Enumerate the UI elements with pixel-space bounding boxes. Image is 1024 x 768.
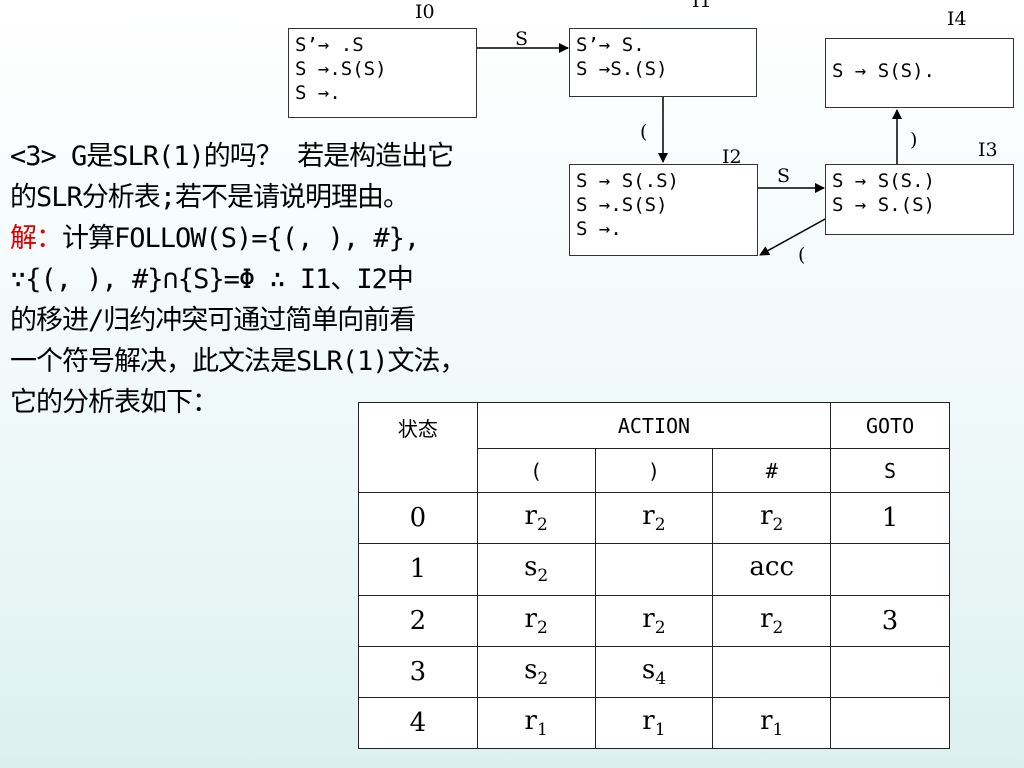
action-cell: r2 xyxy=(594,492,714,545)
state-label-i1: I1 xyxy=(692,0,712,12)
action-cell: r1 xyxy=(594,696,714,750)
item-line: S’→ S. xyxy=(576,34,645,56)
action-cell: s2 xyxy=(476,543,596,596)
state-box-i4: S → S(S). xyxy=(825,38,1014,108)
action-cell xyxy=(594,543,714,596)
item-line: S →S.(S) xyxy=(576,58,668,80)
item-line: S’→ .S xyxy=(295,34,364,56)
answer-label: 解： xyxy=(10,223,63,254)
text-line: 一个符号解决，此文法是SLR(1)文法， xyxy=(10,346,467,377)
state-cell: 2 xyxy=(358,594,478,647)
item-line: S →. xyxy=(295,82,341,104)
item-line: S →.S(S) xyxy=(295,58,387,80)
arrow-i3-i2 xyxy=(759,212,837,256)
item-line: S →. xyxy=(576,218,622,240)
item-line: S → S(S.) xyxy=(832,170,935,192)
transition-arrows xyxy=(476,43,902,256)
goto-cell xyxy=(830,645,950,698)
state-cell: 3 xyxy=(358,645,478,698)
item-line: S → S(S). xyxy=(832,60,935,82)
state-box-i0: S’→ .S S →.S(S) S →. xyxy=(288,28,477,118)
header-symbol-s: S xyxy=(830,448,950,494)
header-state: 状态 xyxy=(358,401,478,494)
slr-parse-table: 状态 ACTION GOTO ( ) # S 0 r2 r2 r2 1 1 s2… xyxy=(358,401,950,750)
action-cell: r1 xyxy=(712,696,832,750)
text-line: 的移进/归约冲突可通过简单向前看 xyxy=(10,305,416,336)
table-row: 3 s2 s4 xyxy=(358,645,950,698)
transition-label-i1-i2: ( xyxy=(640,121,648,143)
state-label-i4: I4 xyxy=(947,8,967,30)
follow-set-text: 计算FOLLOW(S)={(, ), #}, xyxy=(62,223,420,254)
item-line: S → S.(S) xyxy=(832,194,935,216)
goto-cell xyxy=(830,543,950,596)
goto-cell xyxy=(830,696,950,750)
item-line: S →.S(S) xyxy=(576,194,668,216)
table-row: 0 r2 r2 r2 1 xyxy=(358,492,950,545)
text-line: <3> G是SLR(1)的吗？ 若是构造出它 xyxy=(10,141,454,172)
state-box-i2: S → S(.S) S →.S(S) S →. xyxy=(569,164,758,256)
transition-label-i2-i3: S xyxy=(777,165,791,187)
text-line: 它的分析表如下： xyxy=(10,387,219,418)
action-cell xyxy=(712,645,832,698)
table-row: 2 r2 r2 r2 3 xyxy=(358,594,950,647)
state-cell: 1 xyxy=(358,543,478,596)
action-cell: r2 xyxy=(476,492,596,545)
state-label-i0: I0 xyxy=(415,1,435,23)
goto-cell: 3 xyxy=(830,594,950,647)
table-row: 1 s2 acc xyxy=(358,543,950,596)
text-line: ∵{(, ), #}∩{S}=Φ ∴ I1、I2中 xyxy=(10,264,414,295)
goto-cell: 1 xyxy=(830,492,950,545)
item-line: S → S(.S) xyxy=(576,170,679,192)
transition-label-i3-i2: ( xyxy=(798,244,806,266)
action-cell: r2 xyxy=(712,492,832,545)
text-line: 解：计算FOLLOW(S)={(, ), #}, xyxy=(10,218,580,259)
text-line: 的SLR分析表;若不是请说明理由。 xyxy=(10,182,410,213)
state-cell: 0 xyxy=(358,492,478,545)
state-label-i3: I3 xyxy=(978,139,998,161)
state-box-i1: S’→ S. S →S.(S) xyxy=(569,28,757,97)
action-cell: acc xyxy=(712,543,832,596)
transition-label-i0-i1: S xyxy=(515,28,529,50)
header-goto: GOTO xyxy=(830,401,950,450)
state-cell: 4 xyxy=(358,696,478,750)
explanation-text: <3> G是SLR(1)的吗？ 若是构造出它 的SLR分析表;若不是请说明理由。… xyxy=(10,136,580,423)
state-box-i3: S → S(S.) S → S.(S) xyxy=(825,164,1014,235)
transition-label-i3-i4: ) xyxy=(910,129,918,151)
header-symbol-hash: # xyxy=(712,448,832,494)
action-cell: s2 xyxy=(476,645,596,698)
header-action: ACTION xyxy=(476,401,832,450)
action-cell: r2 xyxy=(476,594,596,647)
action-cell: r2 xyxy=(712,594,832,647)
action-cell: s4 xyxy=(594,645,714,698)
header-symbol-rparen: ) xyxy=(594,448,714,494)
action-cell: r1 xyxy=(476,696,596,750)
state-label-i2: I2 xyxy=(722,146,742,168)
table-row: 4 r1 r1 r1 xyxy=(358,696,950,750)
header-symbol-lparen: ( xyxy=(476,448,596,494)
action-cell: r2 xyxy=(594,594,714,647)
